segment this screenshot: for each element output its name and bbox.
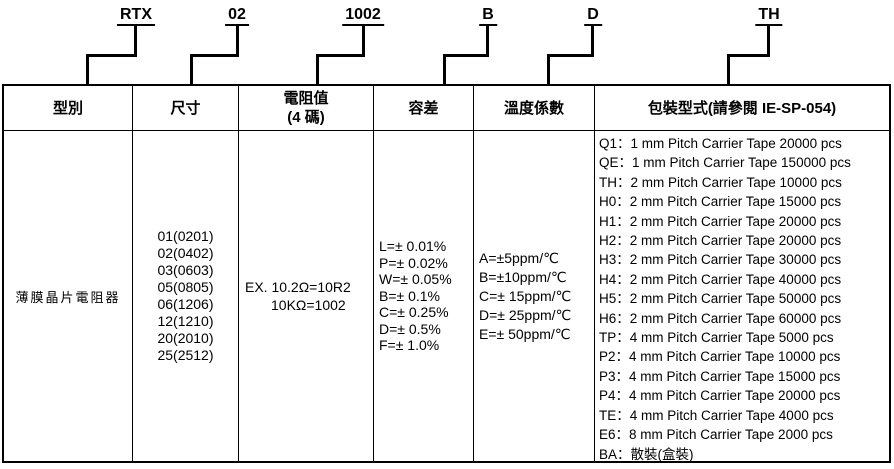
cell-size: 01(0201)02(0402)03(0603)05(0805)06(1206)… — [133, 131, 239, 461]
packaging-option: H0：2 mm Pitch Carrier Tape 15000 pcs — [599, 194, 842, 210]
header-resistance-line2: (4 碼) — [287, 109, 325, 126]
size-option: 01(0201) — [157, 228, 214, 244]
spec-table: 型別 尺寸 電阻值 (4 碼) 容差 溫度係數 包裝型式(請參閱 IE-SP-0… — [2, 84, 891, 463]
packaging-option: H1：2 mm Pitch Carrier Tape 20000 pcs — [599, 213, 842, 229]
tolerance-option: F=± 1.0% — [379, 337, 440, 354]
cell-type: 薄膜晶片電阻器 — [4, 131, 133, 461]
header-tolerance-label: 容差 — [408, 99, 439, 117]
type-value: 薄膜晶片電阻器 — [15, 289, 121, 305]
size-option: 05(0805) — [157, 279, 214, 295]
tcr-option: B=±10ppm/℃ — [479, 268, 567, 285]
cell-tolerance: L=± 0.01%P=± 0.02%W=± 0.05%B=± 0.1%C=± 0… — [374, 131, 474, 461]
header-size-label: 尺寸 — [170, 99, 201, 117]
header-tcr: 溫度係數 — [474, 86, 595, 131]
tolerance-option: P=± 0.02% — [379, 254, 448, 271]
header-tolerance: 容差 — [374, 86, 474, 131]
header-packaging-label: 包裝型式(請參閱 IE-SP-054) — [647, 99, 837, 117]
packaging-option: H2：2 mm Pitch Carrier Tape 20000 pcs — [599, 233, 842, 249]
cell-resistance-example: EX. 10.2Ω=10R2 10KΩ=1002 — [239, 131, 374, 461]
tcr-option: A=±5ppm/℃ — [479, 249, 559, 266]
header-size: 尺寸 — [133, 86, 239, 131]
resistance-example-line2: 10KΩ=1002 — [271, 297, 346, 313]
packaging-option: TP：4 mm Pitch Carrier Tape 5000 pcs — [599, 330, 834, 346]
part-code-packaging: TH — [755, 5, 783, 26]
header-resistance-line1: 電阻值 — [283, 90, 329, 107]
part-code-resistance: 1002 — [342, 5, 384, 26]
packaging-option: H6：2 mm Pitch Carrier Tape 60000 pcs — [599, 310, 842, 326]
size-option: 25(2512) — [157, 347, 214, 363]
header-type: 型別 — [4, 86, 133, 131]
packaging-option: E6：8 mm Pitch Carrier Tape 2000 pcs — [599, 427, 833, 443]
part-code-tcr: D — [584, 5, 602, 26]
size-option: 02(0402) — [157, 245, 214, 261]
size-option: 12(1210) — [157, 313, 214, 329]
packaging-option: QE：1 mm Pitch Carrier Tape 150000 pcs — [599, 155, 851, 171]
packaging-option: H4：2 mm Pitch Carrier Tape 40000 pcs — [599, 271, 842, 287]
header-resistance: 電阻值 (4 碼) — [239, 86, 374, 131]
packaging-option: H5：2 mm Pitch Carrier Tape 50000 pcs — [599, 291, 842, 307]
packaging-option: Q1：1 mm Pitch Carrier Tape 20000 pcs — [599, 136, 842, 151]
packaging-option: P2：4 mm Pitch Carrier Tape 10000 pcs — [599, 349, 841, 365]
tcr-option: E=± 50ppm/℃ — [479, 325, 571, 342]
cell-tcr: A=±5ppm/℃ B=±10ppm/℃ C=± 15ppm/℃ D=± 25ppm/… — [474, 131, 595, 461]
tolerance-option: L=± 0.01% — [379, 238, 447, 255]
header-packaging: 包裝型式(請參閱 IE-SP-054) — [595, 86, 889, 131]
tolerance-option: W=± 0.05% — [379, 271, 452, 288]
part-code-series: RTX — [117, 5, 155, 26]
tcr-option: C=± 15ppm/℃ — [479, 287, 572, 304]
packaging-option: P3：4 mm Pitch Carrier Tape 15000 pcs — [599, 368, 841, 384]
packaging-option: P4：4 mm Pitch Carrier Tape 20000 pcs — [599, 388, 841, 404]
tolerance-option: B=± 0.1% — [379, 287, 440, 304]
packaging-option: TE：4 mm Pitch Carrier Tape 4000 pcs — [599, 407, 834, 423]
tolerance-option: C=± 0.25% — [379, 304, 449, 321]
part-code-tolerance: B — [479, 5, 497, 26]
packaging-option: BA：散裝(盒裝) — [599, 446, 694, 462]
part-code-size: 02 — [225, 5, 249, 26]
header-type-label: 型別 — [52, 99, 83, 117]
resistance-example-line1: EX. 10.2Ω=10R2 — [245, 279, 351, 295]
tolerance-option: D=± 0.5% — [379, 320, 441, 337]
size-list: 01(0201)02(0402)03(0603)05(0805)06(1206)… — [157, 228, 213, 364]
size-option: 03(0603) — [157, 262, 214, 278]
packaging-option: TH：2 mm Pitch Carrier Tape 10000 pcs — [599, 174, 842, 190]
packaging-option: H3：2 mm Pitch Carrier Tape 30000 pcs — [599, 252, 842, 268]
tcr-option: D=± 25ppm/℃ — [479, 306, 572, 323]
header-tcr-label: 溫度係數 — [503, 99, 564, 117]
size-option: 20(2010) — [157, 330, 214, 346]
size-option: 06(1206) — [157, 296, 214, 312]
